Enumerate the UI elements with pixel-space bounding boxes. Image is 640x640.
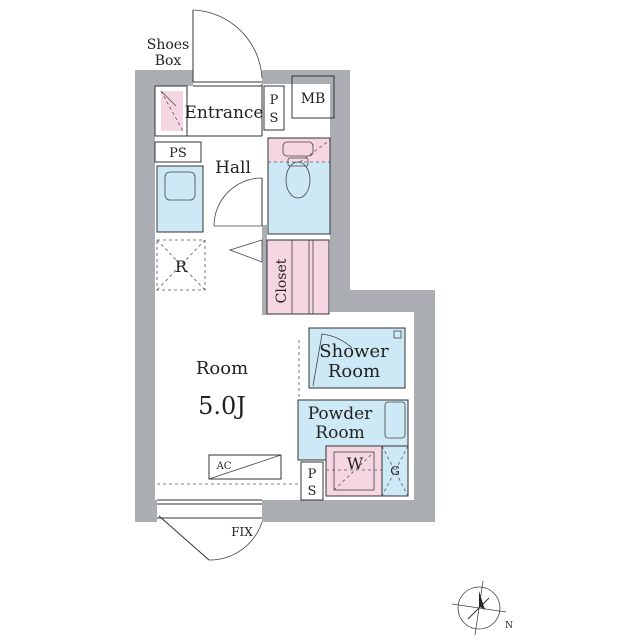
main-room: Room 5.0J — [196, 340, 300, 420]
hall-label: Hall — [215, 158, 251, 178]
entrance-label: Entrance — [185, 103, 264, 123]
powder-room-label-line2: Room — [315, 423, 364, 443]
powder-room-label-line1: Powder — [308, 404, 373, 424]
entrance-door — [192, 9, 263, 87]
compass-north-label: N — [505, 621, 513, 631]
shower-room: Shower Room — [308, 327, 406, 389]
mb: MB — [291, 75, 335, 119]
closet: Closet — [266, 239, 330, 315]
ps-left-label: PS — [169, 146, 187, 161]
fix-window: FIX — [157, 515, 263, 561]
toilet-room — [267, 137, 331, 235]
ps-bottom: P S — [300, 461, 324, 501]
mb-label: MB — [301, 91, 326, 107]
refrigerator-label: R — [175, 257, 188, 276]
entrance: Entrance — [185, 84, 264, 137]
washer-label: W — [347, 454, 364, 473]
hall: Hall — [213, 158, 263, 263]
washer: W — [325, 445, 383, 497]
refrigerator-space: R — [156, 239, 206, 291]
ps-top-label-line2: S — [270, 111, 279, 126]
ps-top: P S — [263, 85, 285, 131]
air-conditioner: AC — [208, 454, 282, 480]
ps-left: PS — [154, 141, 202, 163]
ps-top-label-line1: P — [270, 93, 279, 108]
shower-room-label-line1: Shower — [319, 341, 389, 362]
fix-label: FIX — [231, 525, 253, 539]
ps-bottom-label-line2: S — [308, 484, 317, 499]
gas-label: G — [390, 464, 400, 478]
shower-room-label-line2: Room — [328, 361, 380, 382]
shoes-box: Shoes Box — [147, 37, 190, 137]
room-size: 5.0J — [198, 392, 246, 420]
closet-label: Closet — [274, 258, 290, 303]
ps-bottom-label-line1: P — [308, 467, 317, 482]
shoes-box-label-line1: Shoes — [147, 37, 190, 53]
walls — [135, 70, 435, 522]
window-line — [157, 483, 301, 505]
room-label: Room — [196, 358, 248, 379]
gas-heater: G — [381, 445, 409, 497]
compass-icon: N — [451, 580, 513, 636]
kitchen-counter — [156, 165, 204, 233]
ac-label: AC — [216, 461, 232, 472]
shoes-box-label-line2: Box — [155, 53, 182, 69]
